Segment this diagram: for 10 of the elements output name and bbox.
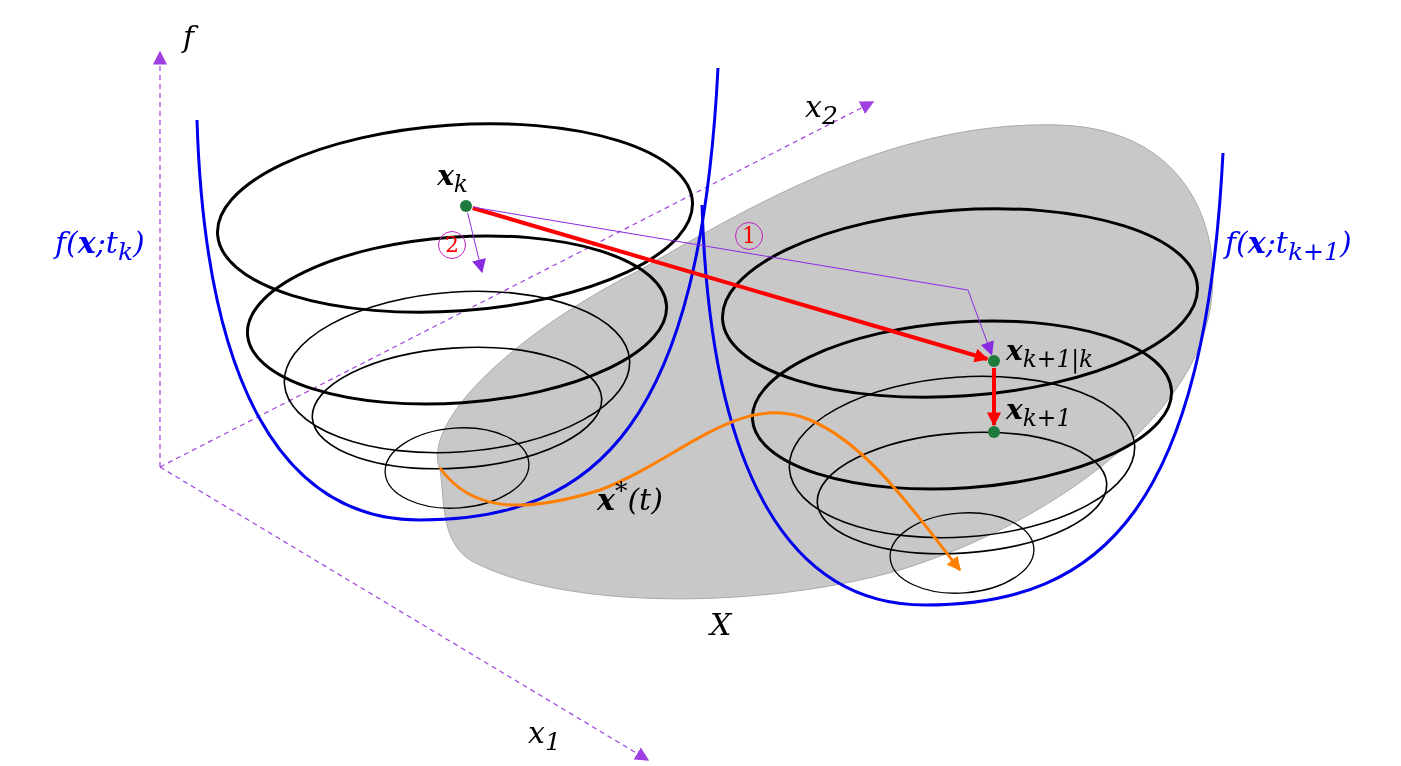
set-label: X xyxy=(710,610,732,640)
trajectory-label: x$^{*}$(t) xyxy=(597,478,663,515)
arrow xyxy=(987,368,1001,427)
point-label: x$_{k+1}$ xyxy=(1006,396,1072,430)
axis-label: x$_{1}$ xyxy=(528,718,561,754)
function-label: f(x;t$_{k}$) xyxy=(55,228,145,264)
function-label: f(x;t$_{k+1}$) xyxy=(1225,228,1352,264)
point-label: x$_{k}$ xyxy=(437,162,468,196)
axis-label: x$_{2}$ xyxy=(805,92,838,128)
arrow xyxy=(467,212,486,274)
